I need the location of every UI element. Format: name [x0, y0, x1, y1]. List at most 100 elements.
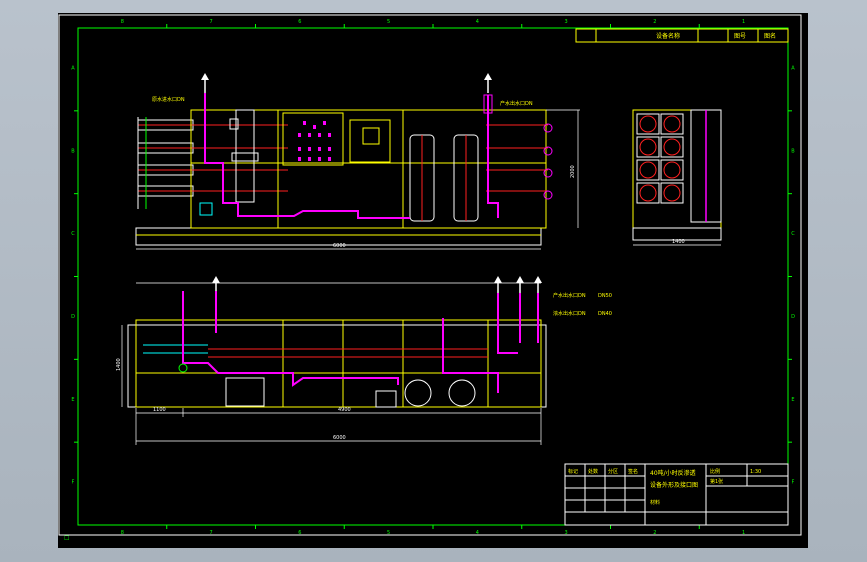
plan-note-2: 浓水出水口DN: [553, 310, 586, 317]
plan-dim-total: 6000: [333, 435, 346, 441]
strip-label-2: 图号: [734, 33, 746, 40]
border-zone-number: 4: [476, 530, 479, 536]
front-view: 原水进水口DN 产水出水口DN 6000 2000: [135, 73, 580, 250]
border-zone-letter: B: [791, 148, 795, 154]
border-zone-number: 7: [210, 530, 213, 536]
vessel-end-icon: [639, 184, 657, 202]
border-zone-letter: A: [71, 65, 75, 71]
tb-scale-label: 比例: [710, 468, 720, 475]
border-zone-number: 8: [121, 19, 124, 25]
plan-dim-depth: 1400: [116, 358, 122, 371]
panel-light-icon: [298, 157, 301, 161]
plan-arrow-icon: [212, 276, 220, 283]
top-title-strip: 设备名称 图号 图名: [575, 28, 789, 43]
panel-light-icon: [328, 157, 331, 161]
panel-light-icon: [308, 147, 311, 151]
front-label-right: 产水出水口DN: [500, 100, 533, 107]
inlet-arrow-icon: [201, 73, 209, 80]
border-zone-letter: C: [71, 231, 75, 237]
tb-project: 40吨/小时反渗透: [650, 469, 696, 477]
border-zone-number: 1: [742, 19, 745, 25]
front-dim-total: 6000: [333, 243, 346, 249]
tank-plan-1: [404, 379, 432, 407]
membrane-vessels-left: [137, 117, 288, 209]
instrument-panel: [349, 119, 391, 163]
plan-arrow-icon: [534, 276, 542, 283]
vessel-end-icon: [663, 138, 681, 156]
feed-pipe: [204, 93, 410, 219]
vessel-end-icon: [639, 115, 657, 133]
border-zone-number: 2: [653, 530, 656, 536]
panel-light-icon: [328, 147, 331, 151]
plan-arrow-icon: [494, 276, 502, 283]
vessel-end-icon: [639, 138, 657, 156]
border-zone-number: 2: [653, 19, 656, 25]
border-zone-letter: F: [792, 480, 795, 486]
border-zone-number: 4: [476, 19, 479, 25]
tb-header-3: 分区: [608, 468, 618, 475]
panel-light-icon: [318, 157, 321, 161]
title-block: 标记 处数 分区 签名 40吨/小时反渗透 设备外形及接口图 材料 比例 1:3…: [564, 463, 789, 526]
vessel-end-frame: [636, 113, 660, 135]
vessel-end-frame: [636, 159, 660, 181]
vessel-end-frame: [660, 113, 684, 135]
tb-header-1: 标记: [568, 468, 578, 475]
vessel-end-icon: [663, 184, 681, 202]
border-zone-letter: D: [791, 314, 795, 320]
tb-header-2: 处数: [588, 468, 598, 475]
panel-light-icon: [328, 133, 331, 137]
strip-label-3: 图名: [764, 32, 776, 40]
front-label-left: 原水进水口DN: [152, 96, 185, 103]
tb-scale-value: 1:30: [750, 469, 761, 475]
plan-note-1-value: DN50: [598, 293, 612, 299]
vessel-end-frame: [636, 182, 660, 204]
panel-light-icon: [303, 121, 306, 125]
vessel-end-frame: [660, 159, 684, 181]
side-view: 1400: [632, 109, 722, 246]
panel-light-icon: [298, 133, 301, 137]
vessel-end-icon: [639, 161, 657, 179]
border-zone-number: 6: [298, 19, 301, 25]
valve-icon: [229, 118, 239, 130]
outlet-arrow-icon: [484, 73, 492, 80]
border-zone-letter: D: [71, 314, 75, 320]
corner-mark: ☐: [64, 535, 69, 542]
border-zone-number: 7: [210, 19, 213, 25]
border-zone-letter: E: [791, 397, 794, 403]
border-zone-number: 8: [121, 530, 124, 536]
vessel-end-icon: [663, 115, 681, 133]
plan-note-1: 产水出水口DN: [553, 292, 586, 299]
plan-arrow-icon: [516, 276, 524, 283]
product-pipe: [487, 95, 499, 218]
border-zone-letter: A: [791, 65, 795, 71]
control-panel: [282, 112, 344, 166]
tb-header-4: 签名: [628, 468, 638, 475]
tank-plan-2: [448, 379, 476, 407]
border-zone-number: 6: [298, 530, 301, 536]
outer-frame: [58, 14, 802, 536]
border-zone-number: 5: [387, 530, 390, 536]
panel-light-icon: [318, 133, 321, 137]
plan-note-2-value: DN40: [598, 311, 612, 317]
border-zone-number: 1: [742, 530, 745, 536]
plan-dim-seg-2: 4900: [338, 407, 351, 413]
vessel-end-icon: [663, 161, 681, 179]
vessel-end-frame: [660, 136, 684, 158]
panel-light-icon: [323, 121, 326, 125]
vessel-end-frame: [660, 182, 684, 204]
border-zone-number: 5: [387, 19, 390, 25]
panel-light-icon: [308, 133, 311, 137]
border-zone-letter: F: [72, 480, 75, 486]
border-zone-number: 3: [565, 19, 568, 25]
border-zone-letter: E: [71, 397, 74, 403]
plan-view: 1100 4900 6000 1400 产水出水口DN DN50 浓水出水口DN…: [116, 276, 612, 445]
tb-sheet: 第1张: [710, 478, 723, 485]
vessel-end-frame: [636, 136, 660, 158]
panel-light-icon: [298, 147, 301, 151]
side-dim-width: 1400: [672, 239, 685, 245]
tb-material-label: 材料: [650, 499, 660, 506]
plan-feed-pipe: [182, 291, 399, 387]
